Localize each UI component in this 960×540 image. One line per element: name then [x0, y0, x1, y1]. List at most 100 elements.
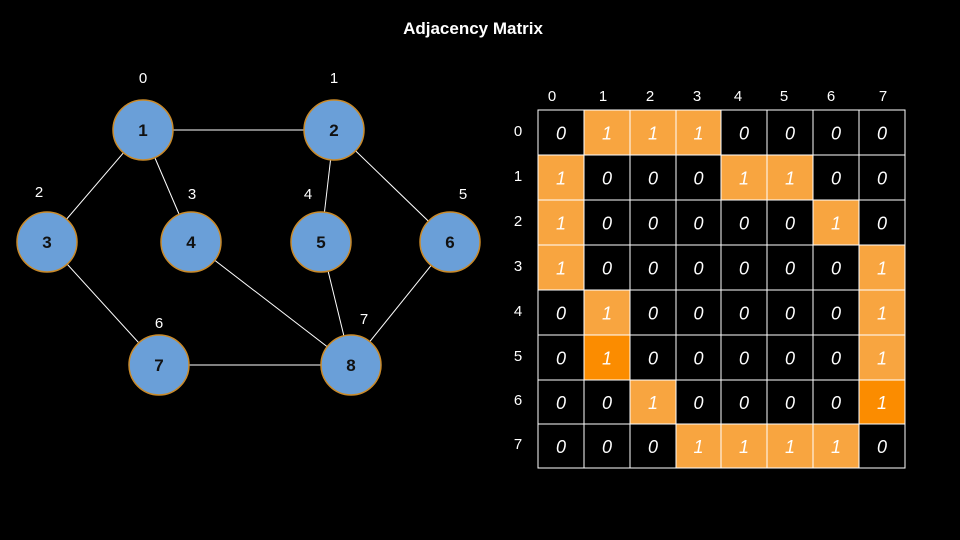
cell-value: 1: [831, 437, 841, 457]
matrix-cell-r6-c2: 1: [629, 379, 677, 425]
cell-value: 0: [785, 124, 795, 144]
cell-value: 0: [556, 304, 566, 324]
cell-value: 0: [648, 437, 658, 457]
column-header: 0: [548, 88, 556, 105]
cell-value: 0: [602, 393, 612, 413]
node-label: 1: [138, 121, 147, 140]
cell-value: 1: [693, 437, 703, 457]
matrix-cell-r4-c5: 0: [766, 289, 814, 336]
matrix-cell-r3-c5: 0: [766, 244, 814, 291]
cell-value: 0: [648, 304, 658, 324]
cell-background: [720, 109, 768, 156]
matrix-cell-r0-c2: 1: [629, 109, 677, 156]
cell-value: 0: [693, 169, 703, 189]
cell-value: 0: [739, 393, 749, 413]
matrix-cell-r7-c1: 0: [583, 423, 631, 469]
node-label: 3: [42, 233, 51, 252]
column-header: 1: [599, 88, 607, 105]
cell-background: [537, 334, 585, 381]
matrix-cell-r4-c7: 1: [858, 289, 906, 336]
matrix-cell-r4-c2: 0: [629, 289, 677, 336]
cell-background: [812, 334, 860, 381]
cell-value: 0: [739, 349, 749, 369]
cell-background: [766, 154, 814, 201]
matrix-cell-r4-c4: 0: [720, 289, 768, 336]
row-header: 6: [514, 392, 522, 409]
matrix-cell-r2-c7: 0: [858, 199, 906, 246]
cell-background: [858, 423, 906, 469]
edge-4-8: [190, 241, 352, 366]
node-4: 4: [160, 211, 222, 273]
node-index-label: 4: [304, 186, 312, 203]
matrix-cell-r4-c3: 0: [675, 289, 722, 336]
column-header: 5: [780, 88, 788, 105]
column-header: 2: [646, 88, 654, 105]
cell-background: [629, 199, 677, 246]
cell-background: [858, 244, 906, 291]
matrix-cell-r2-c0: 1: [537, 199, 585, 246]
matrix-cell-r3-c3: 0: [675, 244, 722, 291]
cell-background: [858, 289, 906, 336]
cell-background: [812, 289, 860, 336]
cell-value: 0: [556, 124, 566, 144]
cell-background: [858, 109, 906, 156]
row-header: 2: [514, 213, 522, 230]
cell-value: 0: [831, 259, 841, 279]
column-header: 4: [734, 88, 742, 105]
matrix-cell-r2-c4: 0: [720, 199, 768, 246]
matrix-cell-r5-c0: 0: [537, 334, 585, 381]
cell-value: 0: [831, 304, 841, 324]
node-index-label: 3: [188, 186, 196, 203]
matrix-cell-r4-c0: 0: [537, 289, 585, 336]
cell-background: [720, 244, 768, 291]
cell-background: [537, 423, 585, 469]
node-label: 6: [445, 233, 454, 252]
cell-value: 0: [693, 259, 703, 279]
cell-background: [583, 289, 631, 336]
cell-value: 0: [877, 124, 887, 144]
matrix-cell-r7-c5: 1: [766, 423, 814, 469]
cell-background: [583, 334, 631, 381]
cell-value: 0: [785, 393, 795, 413]
matrix-cell-r5-c2: 0: [629, 334, 677, 381]
matrix-cell-r7-c6: 1: [812, 423, 860, 469]
matrix-cell-r6-c6: 0: [812, 379, 860, 425]
cell-background: [675, 199, 722, 246]
node-label: 8: [346, 356, 355, 375]
cell-value: 0: [648, 259, 658, 279]
node-index-label: 5: [459, 186, 467, 203]
cell-value: 0: [556, 437, 566, 457]
node-label: 7: [154, 356, 163, 375]
matrix-cell-r0-c6: 0: [812, 109, 860, 156]
matrix-cell-r6-c1: 0: [583, 379, 631, 425]
cell-value: 0: [693, 393, 703, 413]
cell-value: 0: [693, 304, 703, 324]
graph-edges: [46, 129, 451, 366]
cell-background: [858, 379, 906, 425]
node-label: 4: [186, 233, 196, 252]
matrix-cell-r3-c6: 0: [812, 244, 860, 291]
row-header: 0: [514, 123, 522, 140]
matrix-cell-r7-c3: 1: [675, 423, 722, 469]
matrix-cell-r5-c4: 0: [720, 334, 768, 381]
matrix-cell-r1-c5: 1: [766, 154, 814, 201]
row-header: 4: [514, 303, 522, 320]
cell-background: [766, 289, 814, 336]
cell-background: [583, 154, 631, 201]
node-index-label: 0: [139, 70, 147, 87]
cell-value: 1: [602, 124, 612, 144]
cell-value: 0: [877, 169, 887, 189]
matrix-cell-r0-c0: 0: [537, 109, 585, 156]
cell-value: 0: [556, 393, 566, 413]
cell-value: 0: [877, 437, 887, 457]
matrix-cell-r5-c7: 1: [858, 334, 906, 381]
cell-background: [812, 199, 860, 246]
matrix-cell-r5-c6: 0: [812, 334, 860, 381]
cell-value: 1: [602, 349, 612, 369]
cell-value: 0: [739, 259, 749, 279]
matrix-cell-r0-c5: 0: [766, 109, 814, 156]
cell-value: 0: [602, 214, 612, 234]
matrix-cell-r6-c0: 0: [537, 379, 585, 425]
